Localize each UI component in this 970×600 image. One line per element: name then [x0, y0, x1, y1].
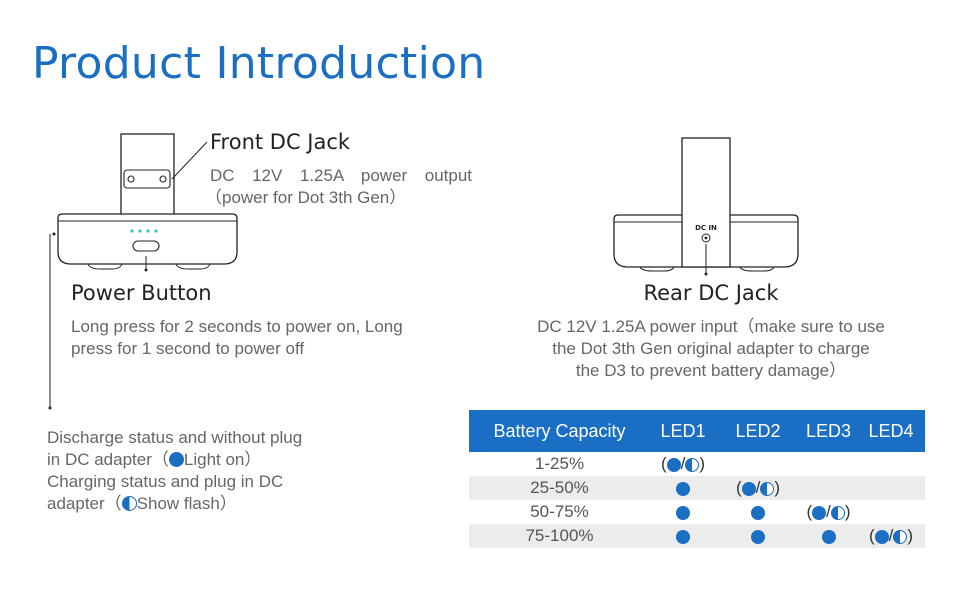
led-flash-icon: [685, 457, 700, 472]
led-flash-icon: [830, 505, 845, 520]
led-on-icon: [874, 529, 889, 544]
led-status-line4: adapter（ Show flash）: [47, 493, 237, 515]
header-led4: LED4: [857, 410, 925, 452]
table-row: 1-25% (/): [469, 452, 925, 476]
led3-cell: [800, 524, 857, 548]
power-button-desc-line2: press for 1 second to power off: [71, 339, 305, 358]
table-row: 75-100% (/): [469, 524, 925, 548]
led-flash-icon: [893, 529, 908, 544]
led2-cell: [716, 500, 800, 524]
table-row: 50-75% (/): [469, 500, 925, 524]
led2-cell: [716, 524, 800, 548]
led-on-icon: [751, 505, 765, 520]
led-status-line4-text: Show flash）: [136, 494, 237, 513]
led-on-icon: [821, 529, 836, 544]
led4-cell: [857, 452, 925, 476]
led-on-icon: [751, 529, 765, 544]
dc-in-port-label: DC IN: [695, 224, 717, 232]
power-button-heading: Power Button: [71, 281, 212, 305]
capacity-cell: 75-100%: [469, 524, 650, 548]
led-on-icon: [676, 529, 690, 544]
led1-cell: [650, 500, 716, 524]
capacity-cell: 25-50%: [469, 476, 650, 500]
light-on-icon: [168, 452, 184, 467]
header-led2: LED2: [716, 410, 800, 452]
capacity-cell: 50-75%: [530, 502, 589, 521]
power-button-desc-line1: Long press for 2 seconds to power on, Lo…: [71, 317, 403, 336]
front-jack-heading: Front DC Jack: [210, 130, 351, 154]
rear-jack-desc-line1: DC 12V 1.25A power input（make sure to us…: [537, 317, 885, 336]
led1-cell: (/): [660, 454, 706, 473]
led-flash-icon: [760, 481, 775, 496]
rear-device-illustration: [613, 137, 799, 276]
led-status-line2: in DC adapter（ Light on）: [47, 449, 261, 471]
front-jack-desc-line1: DC 12V 1.25A power output: [210, 166, 472, 185]
led3-cell: [800, 452, 857, 476]
led1-cell: [650, 524, 716, 548]
front-jack-desc-line2: （power for Dot 3th Gen）: [205, 188, 407, 207]
led-status-line2-prefix: in DC adapter（: [47, 450, 169, 469]
led-status-line4-prefix: adapter（: [47, 494, 122, 513]
led-status-line3: Charging status and plug in DC: [47, 472, 284, 491]
flash-icon: [121, 496, 137, 511]
led-on-icon: [741, 481, 756, 496]
led-on-icon: [812, 505, 827, 520]
rear-jack-desc-line2: the Dot 3th Gen original adapter to char…: [552, 339, 870, 358]
capacity-cell: 1-25%: [534, 454, 585, 473]
led2-cell: [716, 452, 800, 476]
led1-cell: [650, 476, 716, 500]
led-on-icon: [676, 481, 690, 496]
led4-cell: [857, 500, 925, 524]
front-device-illustration: [48, 133, 238, 410]
rear-jack-heading: Rear DC Jack: [643, 281, 779, 305]
led4-cell: [857, 476, 925, 500]
led-status-line1: Discharge status and without plug: [47, 428, 303, 447]
led2-cell: (/): [716, 476, 800, 500]
battery-capacity-table: Battery Capacity LED1 LED2 LED3 LED4 1-2…: [469, 410, 925, 548]
page-title: Product Introduction: [32, 38, 486, 89]
table-row: 25-50% (/): [469, 476, 925, 500]
rear-jack-desc-line3: the D3 to prevent battery damage）: [575, 361, 847, 380]
header-led1: LED1: [650, 410, 716, 452]
led-status-line2-text: Light on）: [183, 450, 262, 469]
led3-cell: [800, 476, 857, 500]
table-header-row: Battery Capacity LED1 LED2 LED3 LED4: [469, 410, 925, 452]
led-on-icon: [676, 505, 690, 520]
led4-cell: (/): [857, 524, 925, 548]
header-battery-capacity: Battery Capacity: [469, 410, 650, 452]
led-on-icon: [666, 457, 681, 472]
led3-cell: (/): [806, 502, 851, 521]
header-led3: LED3: [800, 410, 857, 452]
